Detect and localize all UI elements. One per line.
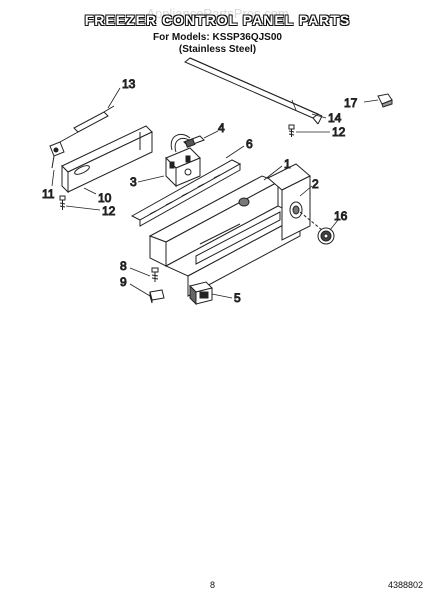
page-title: FREEZER CONTROL PANEL PARTS	[84, 12, 351, 28]
part-17-clip	[377, 93, 393, 108]
callout-5: 5	[234, 291, 241, 305]
callout-10: 10	[98, 191, 112, 205]
page-number: 8	[210, 580, 216, 590]
part-1-control-panel	[148, 175, 302, 297]
callout-17: 17	[344, 96, 358, 110]
part-4-thermostat	[170, 134, 205, 153]
part-16-control-knob	[317, 227, 335, 245]
part-12-screw-left	[59, 195, 66, 210]
callout-4: 4	[218, 121, 225, 135]
document-number: 4388802	[387, 580, 423, 590]
callout-11: 11	[42, 187, 55, 201]
callout-9: 9	[120, 275, 127, 289]
leader-lines	[51, 87, 379, 299]
part-6-slotted-bar	[130, 159, 242, 227]
callout-12-right: 12	[332, 125, 346, 139]
callout-14: 14	[328, 111, 342, 125]
part-3-control-housing	[165, 147, 201, 188]
part-11-bracket	[49, 141, 65, 169]
callout-2: 2	[312, 177, 319, 191]
part-13-capillary	[59, 105, 115, 143]
callout-6: 6	[246, 137, 253, 151]
model-subtitle: For Models: KSSP36QJS00	[153, 32, 282, 43]
part-8-screw	[151, 267, 159, 282]
callout-3: 3	[130, 175, 137, 189]
callout-8: 8	[120, 259, 127, 273]
finish-subtitle: (Stainless Steel)	[178, 44, 257, 55]
part-9-clip	[149, 289, 165, 304]
callout-1: 1	[284, 157, 291, 171]
callout-13: 13	[122, 77, 136, 91]
part-5-connector	[189, 281, 213, 306]
callout-16: 16	[334, 209, 348, 223]
part-12-screw-right	[288, 124, 295, 137]
part-2-end-cap	[238, 163, 323, 241]
part-10-channel-bracket	[61, 125, 153, 194]
callout-12-left: 12	[102, 204, 116, 218]
part-14-trim-strip	[184, 57, 323, 125]
watermark: AppliancePartsPros.com	[146, 6, 289, 21]
